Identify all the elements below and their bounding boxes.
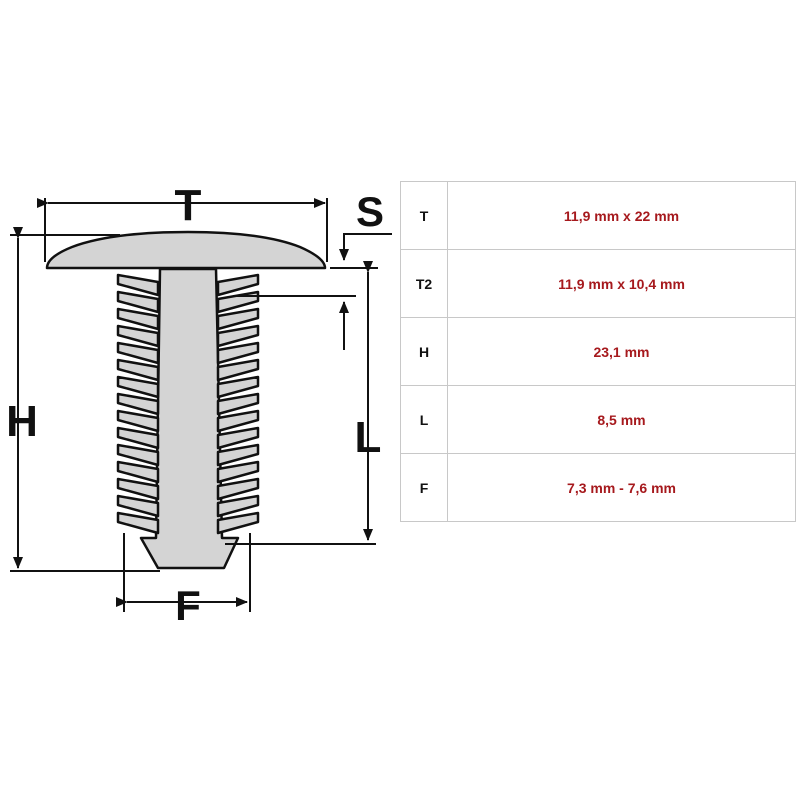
fin-left [116,358,160,382]
fin-right [216,443,260,467]
spec-value: 23,1 mm [447,317,796,386]
fin-right [216,511,260,535]
fins-right [216,273,260,535]
spec-table: T 11,9 mm x 22 mm T2 11,9 mm x 10,4 mm H… [400,181,796,522]
fin-right [216,358,260,382]
label-f: F [175,582,201,629]
fin-right [216,307,260,331]
spec-key: F [400,453,448,522]
dim-line-s [339,233,392,261]
fin-left [116,341,160,365]
table-row: F 7,3 mm - 7,6 mm [400,453,796,522]
spec-key: H [400,317,448,386]
spec-key: L [400,385,448,454]
spec-key: T [400,181,448,250]
clip-head [45,230,327,270]
fin-left [116,290,160,314]
fins-left [116,273,160,535]
label-t: T [175,181,202,230]
table-row: T 11,9 mm x 22 mm [400,181,796,250]
fin-right [216,409,260,433]
fin-left [116,375,160,399]
fin-left [116,426,160,450]
fin-left [116,307,160,331]
fin-right [216,477,260,501]
label-h: H [6,397,38,446]
spec-value: 7,3 mm - 7,6 mm [447,453,796,522]
fin-left [116,409,160,433]
fastener-diagram: T S H L F [6,181,392,629]
fin-left [116,494,160,518]
fin-right [216,460,260,484]
table-row: L 8,5 mm [400,385,796,454]
fin-left [116,460,160,484]
spec-value: 11,9 mm x 22 mm [447,181,796,250]
fin-left [116,443,160,467]
spec-value: 11,9 mm x 10,4 mm [447,249,796,318]
fin-left [116,273,160,297]
spec-value: 8,5 mm [447,385,796,454]
fin-left [116,392,160,416]
fin-right [216,324,260,348]
fin-right [216,375,260,399]
dimension-lines [10,198,392,612]
fin-right [216,494,260,518]
table-row: H 23,1 mm [400,317,796,386]
fin-left [116,324,160,348]
fin-right [216,273,260,297]
clip-drawing [45,230,327,570]
table-row: T2 11,9 mm x 10,4 mm [400,249,796,318]
spec-key: T2 [400,249,448,318]
fin-left [116,511,160,535]
label-l: L [355,413,382,462]
fin-right [216,341,260,365]
label-s: S [356,188,384,235]
fin-right [216,426,260,450]
fin-left [116,477,160,501]
fin-right [216,392,260,416]
